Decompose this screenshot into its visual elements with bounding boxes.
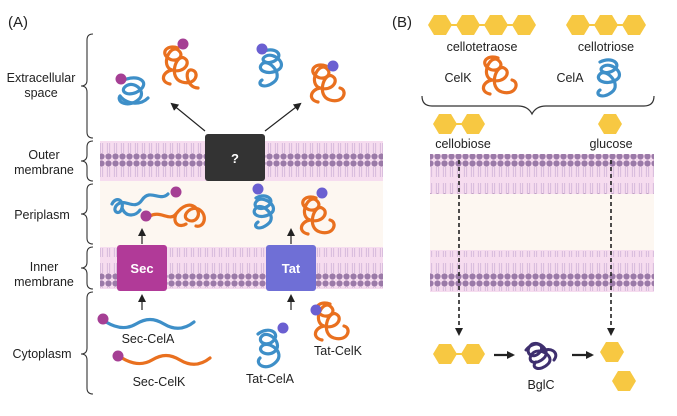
- panel-b: (B) cellotetraose cellotriose CelK CelA: [392, 14, 655, 392]
- tat-signal-cela-cytoplasm: [277, 322, 289, 334]
- cytoplasm-sec-cela: [104, 317, 196, 330]
- label-cellotriose: cellotriose: [578, 40, 634, 54]
- tat-signal-celk-cytoplasm: [310, 304, 322, 316]
- label-inner-1: Inner: [30, 260, 59, 274]
- label-cellobiose: cellobiose: [435, 137, 491, 151]
- label-outer-1: Outer: [28, 148, 59, 162]
- label-tat-celk: Tat-CelK: [314, 344, 363, 358]
- region-brackets: [80, 33, 94, 395]
- bracket-inner: [80, 246, 94, 290]
- inner-membrane-b: [430, 250, 654, 292]
- outer-membrane-b: [430, 154, 654, 194]
- arrow-to-extracellular-left: [170, 102, 206, 132]
- tat-translocon: Tat: [266, 245, 316, 291]
- bracket-extracellular: [80, 33, 94, 139]
- periplasm-tat-cela: [252, 194, 276, 230]
- arrows-a: [138, 102, 302, 310]
- signal-peptide-sec-celk: [112, 350, 124, 362]
- extracellular-celk-right: [309, 63, 346, 104]
- label-inner-2: membrane: [14, 275, 74, 289]
- cytoplasm-tat-cela: [256, 328, 281, 369]
- cellobiose-molecule-bottom: [433, 344, 485, 364]
- panel-b-label: (B): [392, 14, 412, 31]
- cellobiose-molecule-top: [433, 114, 485, 134]
- label-extracellular-1: Extracellular: [7, 71, 76, 85]
- label-extracellular-2: space: [24, 86, 57, 100]
- glucose-unit: [594, 15, 618, 35]
- cellotriose-units: [566, 15, 646, 35]
- label-cytoplasm: Cytoplasm: [12, 347, 71, 361]
- panel-a-label: (A): [8, 14, 28, 31]
- panel-a: (A) Extracellular space Outer membrane P…: [7, 14, 383, 395]
- label-glucose: glucose: [589, 137, 632, 151]
- label-bglc: BglC: [527, 378, 554, 392]
- cytoplasm-sec-celk: [120, 353, 212, 366]
- periplasm-sec-cela: [110, 192, 170, 217]
- label-outer-2: membrane: [14, 163, 74, 177]
- glucose-product-2: [612, 371, 636, 391]
- label-celk: CelK: [444, 71, 472, 85]
- signal-peptide-sec-cela: [97, 313, 109, 325]
- extracellular-celk-left: [161, 45, 200, 90]
- tat-signal-celk-right: [327, 60, 339, 72]
- extracellular-cela-left: [117, 76, 150, 106]
- bglc-enzyme: [524, 341, 558, 370]
- glucose-molecule-top: [598, 114, 622, 134]
- periplasm-tat-celk: [299, 195, 336, 236]
- tat-label: Tat: [282, 261, 301, 276]
- label-sec-celk: Sec-CelK: [133, 375, 186, 389]
- tat-signal-periplasm-celk: [316, 187, 328, 199]
- cytoplasm-tat-celk: [313, 301, 350, 342]
- region-labels: Extracellular space Outer membrane Perip…: [7, 71, 76, 361]
- label-tat-cela: Tat-CelA: [246, 372, 295, 386]
- tat-signal-periplasm-cela: [252, 183, 264, 195]
- unknown-transporter-label: ?: [231, 151, 239, 166]
- bracket-cytoplasm: [80, 291, 94, 395]
- glucose-unit: [484, 15, 508, 35]
- arrow-to-extracellular-right: [264, 102, 302, 132]
- cellotetraose-units: [428, 15, 536, 35]
- unknown-transporter: ?: [205, 134, 265, 181]
- signal-peptide-periplasm-cela: [170, 186, 182, 198]
- bracket-outer: [80, 140, 94, 182]
- label-periplasm: Periplasm: [14, 208, 70, 222]
- glucose-unit: [622, 15, 646, 35]
- label-sec-cela: Sec-CelA: [122, 332, 175, 346]
- glucose-unit: [428, 15, 452, 35]
- extracellular-cela-right: [258, 48, 284, 88]
- cela-enzyme-b: [596, 58, 622, 98]
- sec-label: Sec: [130, 261, 153, 276]
- glucose-unit: [456, 15, 480, 35]
- curly-brace-b: [421, 95, 655, 116]
- periplasm-band-b: [430, 194, 654, 250]
- label-cellotetraose: cellotetraose: [447, 40, 518, 54]
- glucose-unit: [512, 15, 536, 35]
- periplasm-sec-celk: [148, 203, 206, 228]
- bracket-periplasm: [80, 183, 94, 245]
- celk-enzyme-b: [481, 55, 518, 96]
- sec-translocon: Sec: [117, 245, 167, 291]
- glucose-product-1: [600, 342, 624, 362]
- signal-peptide-cela-left: [115, 73, 127, 85]
- tat-signal-cela-right: [256, 43, 268, 55]
- signal-peptide-periplasm-celk: [140, 210, 152, 222]
- label-cela: CelA: [556, 71, 584, 85]
- signal-peptide-celk-left: [177, 38, 189, 50]
- glucose-unit: [566, 15, 590, 35]
